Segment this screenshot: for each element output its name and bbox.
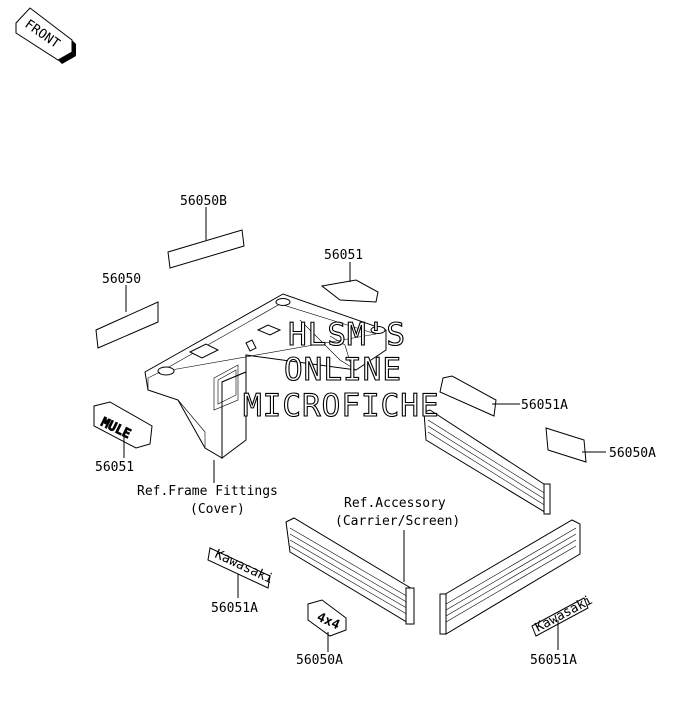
kawasaki-right-text: Kawasaki (533, 593, 595, 636)
ref-frame-fittings-line1: Ref.Frame Fittings (137, 484, 278, 499)
decal-56050-left (95, 301, 159, 349)
callout-56050-left: 56050 (102, 272, 141, 287)
callout-56050a-right: 56050A (609, 446, 656, 461)
kawasaki-decal-right: Kawasaki (531, 593, 595, 637)
callout-56050a-bottom: 56050A (296, 653, 343, 668)
side-panel-right-upper (423, 409, 551, 515)
decal-56050a-right (545, 427, 587, 463)
leader-lines (123, 207, 606, 652)
callout-56050b: 56050B (180, 194, 227, 209)
front-arrow-icon: FRONT (15, 7, 76, 64)
callout-56051-top: 56051 (324, 248, 363, 263)
tailgate-panel (439, 519, 581, 635)
decal-56051a-right (439, 375, 497, 417)
cargo-bed-cover (144, 293, 387, 459)
callout-56051a-bottom-left: 56051A (211, 601, 258, 616)
kawasaki-left-text: Kawasaki (212, 547, 275, 587)
decal-56050b (167, 229, 245, 269)
ref-accessory-line1: Ref.Accessory (344, 496, 446, 511)
callout-56051a-bottom-right: 56051A (530, 653, 577, 668)
mule-decal: MULE (93, 401, 153, 449)
ref-frame-fittings-line2: (Cover) (190, 502, 245, 517)
watermark-line-1: HLSM'S (288, 317, 406, 353)
side-panel-left-lower (285, 517, 415, 625)
decal-56051-top (320, 279, 379, 303)
fourbyfour-decal: 4x4 (307, 599, 347, 637)
callout-56051-left: 56051 (95, 460, 134, 475)
kawasaki-decal-left: Kawasaki (207, 547, 275, 589)
callout-56051a-right: 56051A (521, 398, 568, 413)
watermark-line-3: MICROFICHE (243, 388, 440, 424)
watermark-line-2: ONLINE (284, 352, 402, 388)
watermark: HLSM'S ONLINE MICROFICHE (242, 316, 440, 424)
ref-accessory-line2: (Carrier/Screen) (335, 514, 460, 529)
